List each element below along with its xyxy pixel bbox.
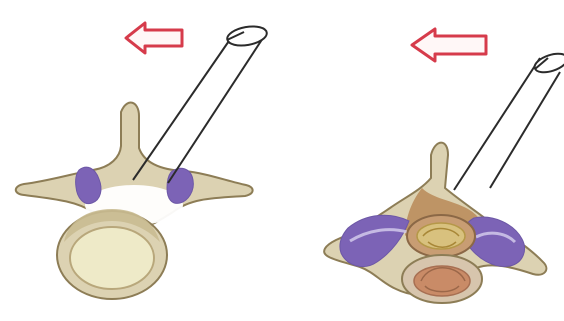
left-cannula-tube-icon xyxy=(133,24,268,183)
right-spinal-cord-inner xyxy=(417,223,465,249)
right-cannula-tube-icon xyxy=(454,50,564,190)
right-panel-arrow-icon xyxy=(412,29,486,61)
left-vertebra xyxy=(16,103,253,299)
right-vertebra xyxy=(324,143,546,303)
left-panel xyxy=(16,23,269,299)
left-panel-arrow-icon xyxy=(126,23,182,53)
left-vertebral-body-inner xyxy=(70,227,154,289)
right-panel xyxy=(324,29,564,303)
